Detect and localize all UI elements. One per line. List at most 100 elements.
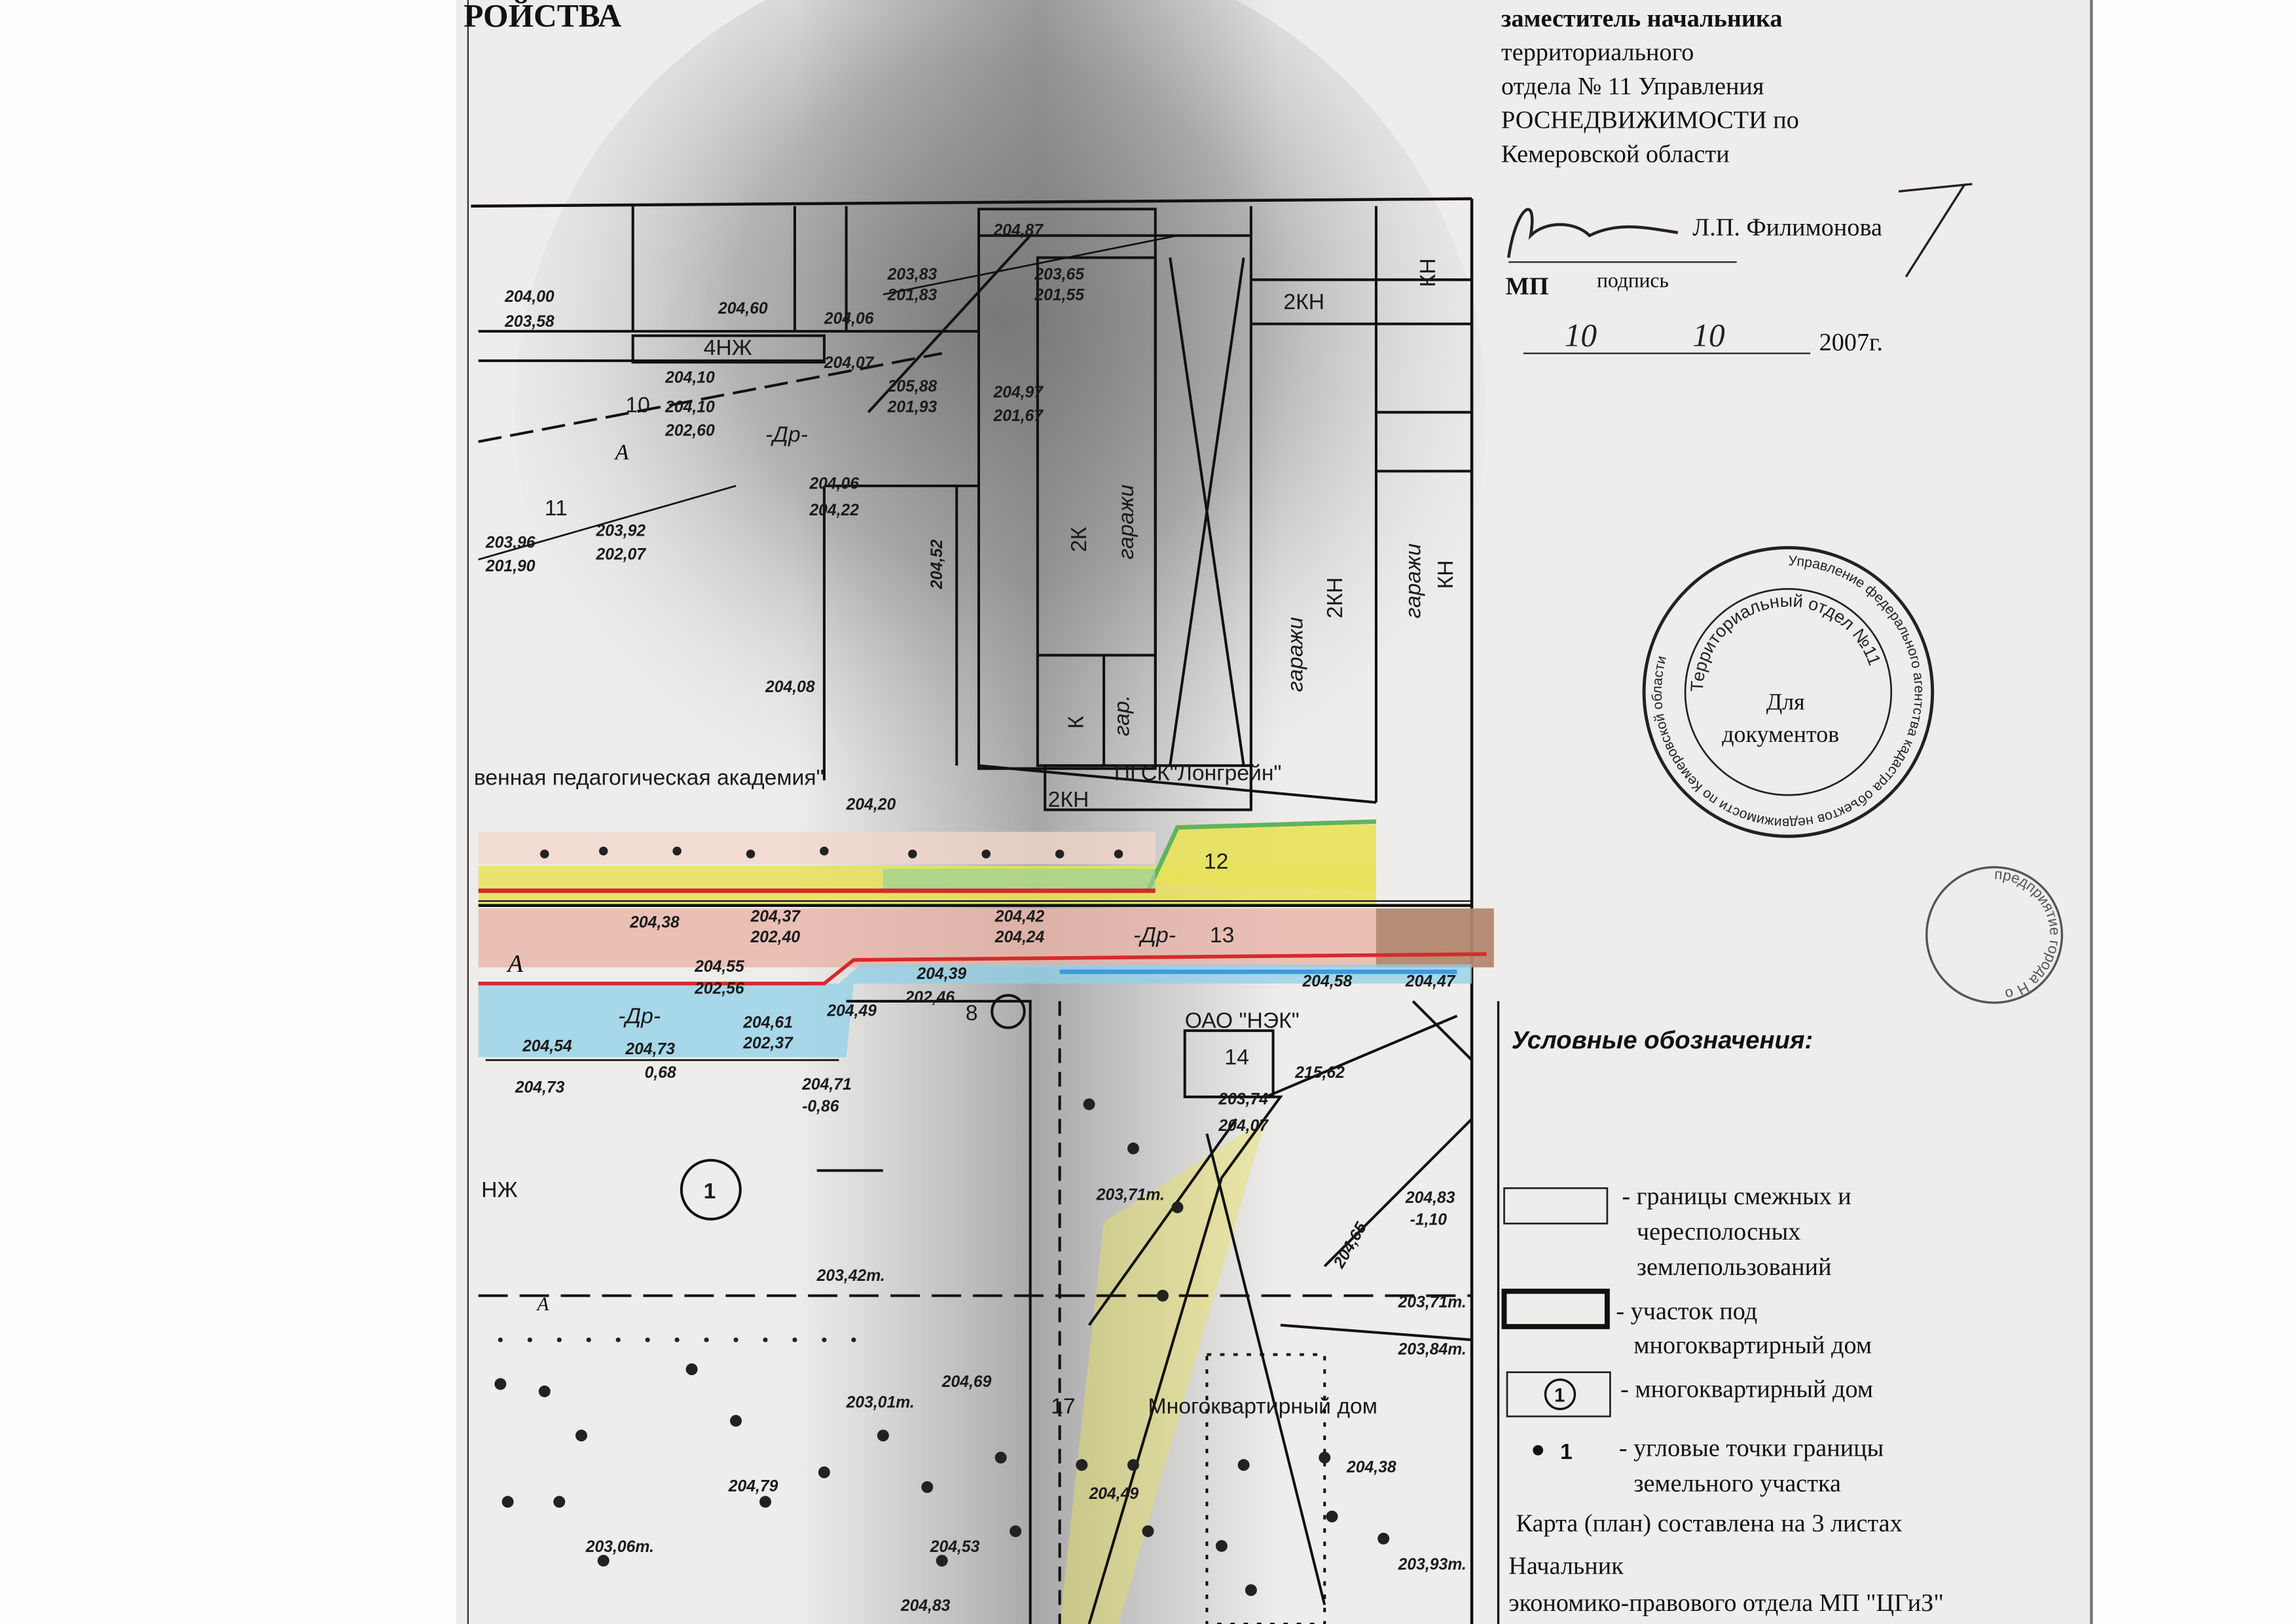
signer-name: Л.П. Филимонова — [1692, 214, 1882, 242]
building-4nzh-label: 4НЖ — [704, 335, 752, 360]
seal-mark: МП — [1506, 273, 1549, 301]
elevation-label: 204,54 — [522, 1037, 572, 1055]
elevation-label: 202,37 — [742, 1035, 793, 1052]
tree-symbols — [494, 846, 1390, 1596]
elevation-label: 204,49 — [1089, 1485, 1139, 1503]
legend-item-1-line-2: чересполосных — [1637, 1218, 1801, 1246]
building-2kn-label-1: 2КН — [1283, 289, 1324, 314]
elevation-label: 204,83 — [1405, 1189, 1455, 1207]
legend-item-1-line-1: - границы смежных и — [1622, 1183, 1851, 1210]
elevation-label: 201,90 — [485, 557, 536, 575]
map-area: венная педагогическая академия" ПГСК"Лон… — [471, 197, 1500, 1624]
stamp-center-line-1: Для — [1766, 689, 1805, 715]
small-circle-8 — [991, 993, 1026, 1029]
elevation-label: 203,71т. — [1398, 1294, 1467, 1312]
legend-item-4-line-1: - угловые точки границы — [1619, 1435, 1884, 1462]
elevation-label: 204,10 — [665, 369, 715, 387]
legend-symbol-dot-number: 1 — [1560, 1439, 1573, 1464]
elevation-label: 202,60 — [665, 422, 715, 440]
elevation-label: 204,20 — [846, 796, 896, 814]
house-1-number: 1 — [704, 1179, 716, 1204]
building-kn-label-2: КН — [1433, 560, 1458, 589]
elevation-label: 204,71 — [801, 1076, 852, 1094]
parcel-14-label: 14 — [1224, 1045, 1249, 1070]
point-17-label: 17 — [1051, 1393, 1076, 1418]
elevation-label: 203,01т. — [846, 1393, 915, 1411]
elevation-label: 203,42т. — [816, 1267, 885, 1285]
elevation-label: 204,87 — [993, 222, 1044, 240]
elevation-label: -1,10 — [1410, 1211, 1448, 1229]
elevation-label: 201,55 — [1034, 287, 1085, 304]
point-10-label: 10 — [625, 393, 650, 418]
elevation-labels: 204,00 203,58 204,60 204,06 204,07 204,1… — [485, 222, 1467, 1615]
elevation-label: 203,71т. — [1096, 1186, 1165, 1204]
date-month: 10 — [1692, 317, 1725, 353]
elevation-label: 204,69 — [941, 1373, 992, 1391]
building-nzh-label: НЖ — [481, 1177, 517, 1202]
elevation-label: 204,06 — [824, 310, 874, 328]
elevation-label: 204,73 — [515, 1079, 565, 1096]
point-11-label: 11 — [545, 496, 568, 521]
elevation-label: 202,07 — [595, 545, 646, 563]
parcel-13-label: 13 — [1210, 923, 1235, 948]
date-day: 10 — [1565, 317, 1597, 353]
approval-line: территориального — [1501, 39, 1694, 66]
elevation-label: 204,79 — [728, 1478, 778, 1496]
footer-department: экономико-правового отдела МП "ЦГиЗ" — [1508, 1589, 1944, 1617]
apartment-house-label: Многоквартирный дом — [1148, 1393, 1378, 1418]
footer-position: Начальник — [1508, 1553, 1624, 1580]
elevation-label: 204,73 — [625, 1041, 675, 1058]
elevation-label: 204,42 — [994, 908, 1045, 926]
elevation-label: 203,65 — [1034, 266, 1085, 284]
house-1-marker: 1 — [680, 1158, 742, 1221]
elevation-label: -0,86 — [802, 1098, 839, 1116]
legend-symbol-dot — [1533, 1445, 1544, 1456]
elevation-label: 204,38 — [1346, 1458, 1396, 1476]
elevation-label: 204,47 — [1405, 972, 1456, 990]
legend-item-2-line-1: - участок под — [1616, 1298, 1757, 1325]
legend-item-3-line-1: - многоквартирный дом — [1620, 1376, 1873, 1403]
legend-symbol-thick-rect — [1501, 1288, 1610, 1329]
elevation-label: 204,61 — [742, 1014, 793, 1031]
elevation-label: 204,39 — [917, 965, 967, 983]
building-2k-label: 2К — [1066, 526, 1091, 552]
elevation-label: 204,38 — [629, 913, 680, 931]
approval-block: заместитель начальника территориального … — [1501, 5, 1973, 356]
legend-item-1-line-3: землепользований — [1637, 1253, 1832, 1281]
parcel-12-label: 12 — [1204, 849, 1229, 874]
handwritten-signature — [1507, 208, 1679, 258]
elevation-label: 203,58 — [504, 313, 555, 331]
garages-label-3: гаражи — [1400, 544, 1425, 619]
elevation-label: 204,22 — [809, 502, 859, 519]
garage-short-label: гар. — [1109, 695, 1134, 736]
legend: Условные обозначения: - границы смежных … — [1501, 1026, 1884, 1498]
elevation-label: 202,46 — [905, 989, 955, 1006]
elevation-label: 0,68 — [645, 1064, 676, 1082]
dr-label-2: -Др- — [618, 1004, 661, 1029]
building-kn-label-1: КН — [1415, 258, 1440, 287]
approval-line: отдела № 11 Управления — [1501, 73, 1764, 100]
elevation-label: 204,97 — [993, 384, 1044, 401]
elevation-label: 205,88 — [887, 378, 938, 396]
approval-line: РОСНЕДВИЖИМОСТИ по — [1501, 107, 1799, 134]
elevation-label: 204,53 — [930, 1538, 980, 1556]
elevation-label: 204,37 — [750, 908, 801, 926]
zone-a-label-2: А — [506, 950, 524, 978]
legend-symbol-circled-number: 1 — [1554, 1385, 1565, 1406]
elevation-label: 204,83 — [900, 1597, 951, 1615]
elevation-label: 201,83 — [887, 287, 938, 304]
blue-area — [478, 964, 1472, 1058]
elevation-label: 203,74 — [1218, 1090, 1268, 1108]
elevation-label: 203,84т. — [1398, 1341, 1467, 1359]
dr-label-1: -Др- — [765, 422, 808, 447]
dr-label-3: -Др- — [1133, 923, 1176, 948]
elevation-label: 204,00 — [504, 288, 555, 306]
elevation-label: 204,24 — [994, 929, 1045, 946]
elevation-label: 203,92 — [595, 522, 646, 540]
elevation-label: 204,08 — [765, 678, 815, 696]
zone-a-label-1: А — [614, 441, 629, 465]
legend-item-2-line-2: многоквартирный дом — [1633, 1331, 1872, 1359]
pgsk-label: ПГСК"Лонгрейн" — [1114, 761, 1282, 786]
elevation-label: 204,06 — [809, 475, 859, 492]
